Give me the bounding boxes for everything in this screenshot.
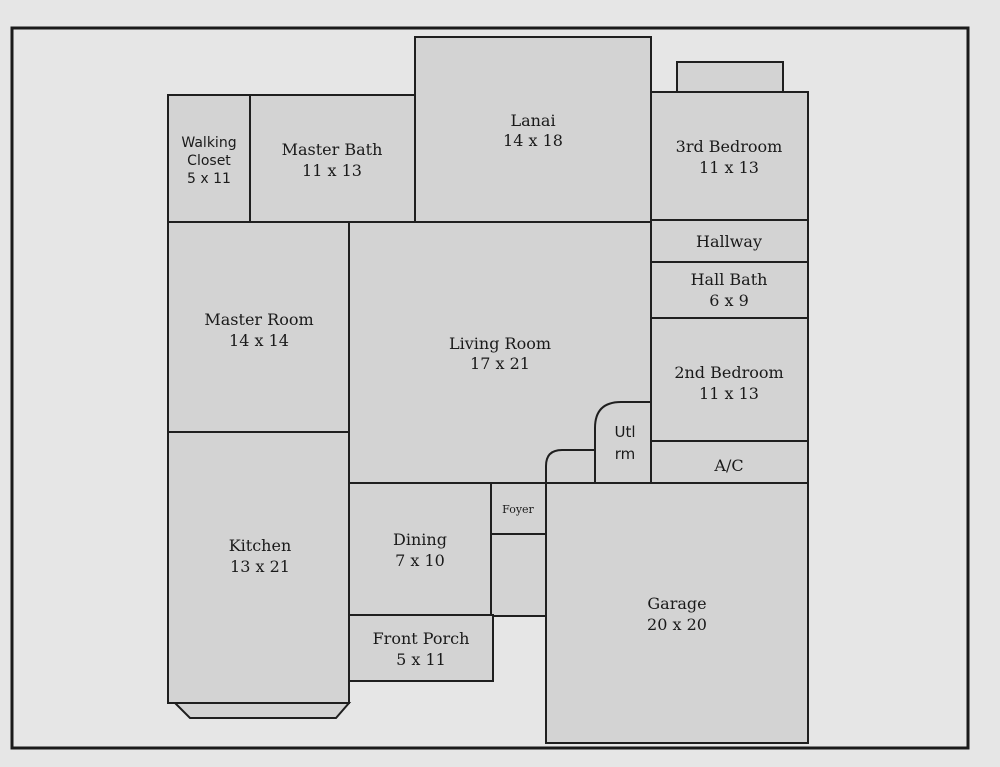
room-utility: Utl rm [594, 401, 652, 484]
kitchen-shape [167, 431, 350, 704]
walking-closet-name-line1: Walking [181, 135, 236, 151]
room-dining: Dining 7 x 10 [348, 482, 492, 616]
kitchen-size: 13 x 21 [230, 557, 290, 576]
lanai-name: Lanai [510, 111, 555, 130]
kitchen-bay-window [172, 702, 352, 719]
walking-closet-name-line2: Closet [187, 153, 231, 169]
entry-shape [490, 533, 547, 617]
hall-bath-name: Hall Bath [691, 270, 768, 289]
ac-name: A/C [713, 456, 743, 475]
entry-closet-shape [545, 449, 596, 484]
walking-closet-size: 5 x 11 [187, 171, 231, 187]
kitchen-name: Kitchen [229, 536, 292, 555]
room-foyer: Foyer [490, 482, 547, 535]
garage-size: 20 x 20 [647, 615, 707, 634]
room-hallway: Hallway [650, 219, 809, 263]
utility-shape [594, 401, 652, 484]
room-third-bedroom: 3rd Bedroom 11 x 13 [650, 91, 809, 221]
room-hall-bath: Hall Bath 6 x 9 [650, 261, 809, 319]
room-walking-closet: Walking Closet 5 x 11 [167, 94, 251, 223]
dining-size: 7 x 10 [395, 551, 445, 570]
ac-shape [650, 440, 809, 484]
garage-name: Garage [647, 594, 706, 613]
third-bedroom-closet-bump [676, 61, 784, 93]
outer-frame [10, 26, 970, 750]
second-bedroom-name: 2nd Bedroom [674, 363, 783, 382]
master-bath-shape [249, 94, 416, 223]
room-ac: A/C [650, 440, 809, 484]
room-master-bath: Master Bath 11 x 13 [249, 94, 416, 223]
master-bath-size: 11 x 13 [302, 161, 362, 180]
dining-shape [348, 482, 492, 616]
second-bedroom-shape [650, 317, 809, 442]
room-front-porch: Front Porch 5 x 11 [348, 614, 494, 682]
master-room-name: Master Room [204, 310, 313, 329]
living-room-name: Living Room [449, 334, 551, 353]
front-porch-size: 5 x 11 [396, 650, 446, 669]
room-lanai: Lanai 14 x 18 [414, 36, 652, 223]
room-master-room: Master Room 14 x 14 [167, 221, 350, 433]
front-porch-shape [348, 614, 494, 682]
room-second-bedroom: 2nd Bedroom 11 x 13 [650, 317, 809, 442]
hallway-name: Hallway [696, 232, 762, 251]
third-bedroom-size: 11 x 13 [699, 158, 759, 177]
room-garage: Garage 20 x 20 [545, 482, 809, 744]
third-bedroom-name: 3rd Bedroom [676, 137, 783, 156]
living-room-size: 17 x 21 [470, 354, 530, 373]
master-bath-name: Master Bath [282, 140, 383, 159]
garage-shape [545, 482, 809, 744]
hall-bath-size: 6 x 9 [709, 291, 749, 310]
second-bedroom-size: 11 x 13 [699, 384, 759, 403]
master-room-size: 14 x 14 [229, 331, 289, 350]
room-kitchen: Kitchen 13 x 21 [167, 431, 352, 719]
master-room-shape [167, 221, 350, 433]
foyer-name: Foyer [502, 503, 534, 516]
lanai-size: 14 x 18 [503, 131, 563, 150]
utility-name-line2: rm [615, 445, 636, 463]
third-bedroom-shape [650, 91, 809, 221]
utility-name-line1: Utl [614, 423, 635, 441]
front-porch-name: Front Porch [373, 629, 470, 648]
dining-name: Dining [393, 530, 447, 549]
